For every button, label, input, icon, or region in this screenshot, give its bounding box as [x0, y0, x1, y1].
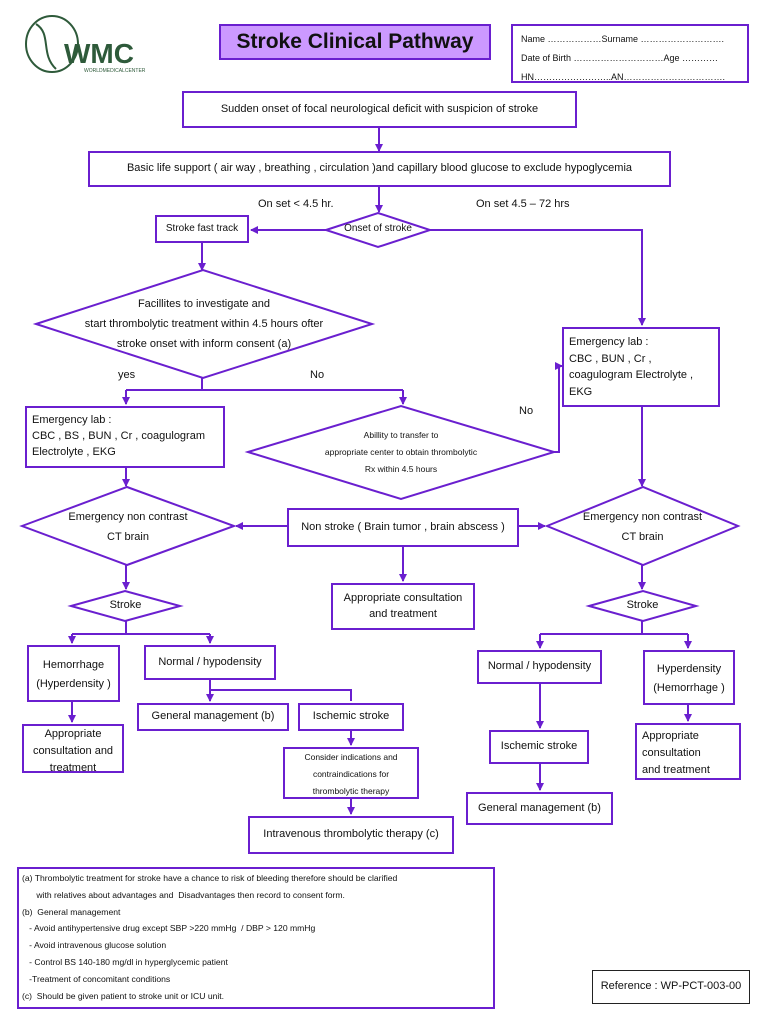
ct-left-diamond	[19, 485, 237, 567]
note-a: (a) Thrombolytic treatment for stroke ha…	[22, 873, 398, 883]
hyperdensity-box: Hyperdensity(Hemorrhage )	[643, 650, 735, 705]
note-c: (c) Should be given patient to stroke un…	[22, 990, 225, 1001]
connector-lines	[68, 128, 692, 815]
reference-box: Reference : WP-PCT-003-00	[592, 970, 750, 1004]
non-stroke-box: Non stroke ( Brain tumor , brain abscess…	[287, 508, 519, 547]
no-label: No	[310, 369, 325, 381]
patient-info-box: Name ………………Surname ………………………. Date of Bi…	[511, 24, 749, 83]
yes-label: yes	[118, 369, 136, 381]
emergency-lab-left-box: Emergency lab :CBC , BS , BUN , Cr , coa…	[25, 406, 225, 468]
emergency-lab-right-box: Emergency lab :CBC , BUN , Cr ,coagulogr…	[562, 327, 720, 407]
normal-hypodensity-left-box: Normal / hypodensity	[144, 645, 276, 680]
note-b-2: - Avoid intravenous glucose solution	[22, 940, 167, 951]
facilities-diamond	[32, 268, 376, 380]
page-title: Stroke Clinical Pathway	[219, 24, 491, 60]
ischemic-stroke-right-box: Ischemic stroke	[489, 730, 589, 764]
svg-text:WMC: WMC	[64, 38, 134, 69]
hemorrhage-box: Hemorrhage(Hyperdensity )	[27, 645, 120, 702]
footnotes-box: (a) Thrombolytic treatment for stroke ha…	[17, 867, 495, 1009]
wmc-logo: WMC WORLDMEDICALCENTER	[22, 14, 162, 76]
stroke-left-diamond	[67, 589, 184, 623]
no-label-2: No	[519, 405, 534, 417]
basic-life-support-box: Basic life support ( air way , breathing…	[88, 151, 671, 187]
stroke-right-label: Stroke	[626, 599, 659, 611]
patient-name-field[interactable]: Name ………………Surname ……………………….	[521, 34, 725, 44]
onset-diamond	[322, 211, 434, 249]
note-b-3: - Control BS 140-180 mg/dl in hyperglyce…	[22, 956, 228, 967]
ct-right-diamond	[544, 485, 741, 567]
onset-of-stroke-label: Onset of stroke	[344, 223, 412, 234]
sudden-onset-box: Sudden onset of focal neurological defic…	[182, 91, 577, 128]
stroke-right-diamond	[585, 589, 700, 623]
patient-dob-field[interactable]: Date of Birth …………………………Age …………	[521, 53, 719, 63]
general-management-right-box: General management (b)	[466, 792, 613, 825]
note-b-4: -Treatment of concomitant conditions	[22, 973, 171, 984]
note-a-cont: with relatives about advantages and Disa…	[22, 889, 345, 900]
onset-gt-label: On set 4.5 – 72 hrs	[476, 198, 570, 210]
onset-lt-label: On set < 4.5 hr.	[258, 198, 334, 210]
svg-text:WORLDMEDICALCENTER: WORLDMEDICALCENTER	[84, 68, 146, 74]
note-b: (b) General management	[22, 906, 121, 917]
ability-diamond	[244, 404, 558, 501]
note-b-1: - Avoid antihypertensive drug except SBP…	[22, 923, 316, 934]
general-management-left-box: General management (b)	[137, 703, 289, 731]
iv-thrombolytic-box: Intravenous thrombolytic therapy (c)	[248, 816, 454, 854]
normal-hypodensity-right-box: Normal / hypodensity	[477, 650, 602, 684]
stroke-left-label: Stroke	[109, 599, 142, 611]
patient-hn-field[interactable]: HN……………………..AN…………………………….	[521, 72, 726, 82]
stroke-fast-track-box: Stroke fast track	[155, 215, 249, 243]
ischemic-stroke-left-box: Ischemic stroke	[298, 703, 404, 731]
